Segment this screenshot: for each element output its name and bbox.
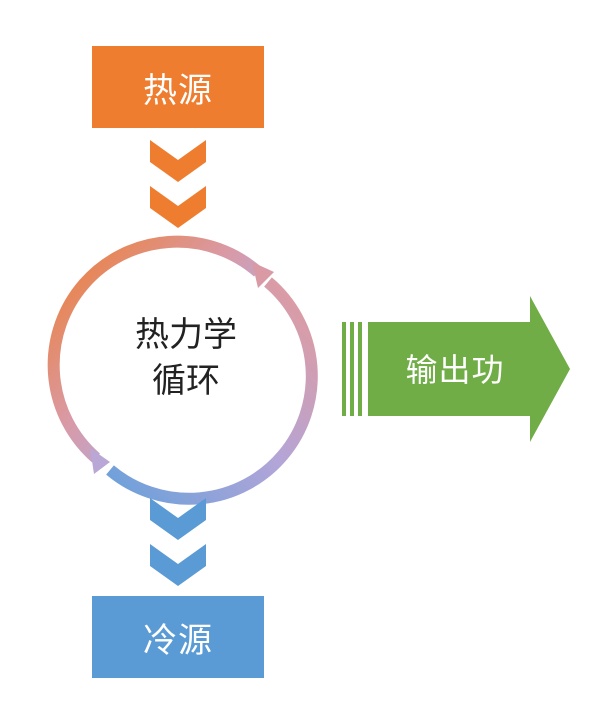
cold-chevron-1 <box>150 498 206 540</box>
cycle-label-line1: 热力学 <box>135 315 237 355</box>
cold-source-box: 冷源 <box>92 596 264 678</box>
output-arrow <box>342 296 570 442</box>
cycle-arrow-top-icon <box>252 262 274 288</box>
cold-source-label: 冷源 <box>143 620 213 661</box>
cycle-arrow-bottom-icon <box>90 448 110 474</box>
heat-source-label: 热源 <box>143 70 213 111</box>
output-work-label: 输出功 <box>370 344 540 392</box>
cycle-arc-right <box>106 277 318 505</box>
cold-flow-chevrons <box>150 498 206 586</box>
cycle-arc-left <box>47 235 262 463</box>
cold-chevron-2 <box>150 544 206 586</box>
output-stripe-3 <box>358 322 362 416</box>
heat-flow-chevrons <box>150 140 206 228</box>
output-work-text: 输出功 <box>405 351 505 389</box>
cycle-label-line2: 循环 <box>152 361 220 401</box>
output-stripe-1 <box>342 322 346 416</box>
output-arrow-body <box>368 296 570 442</box>
output-stripe-2 <box>350 322 354 416</box>
thermodynamic-cycle-label: 热力学 循环 <box>86 312 286 404</box>
heat-chevron-1 <box>150 140 206 182</box>
heat-chevron-2 <box>150 186 206 228</box>
heat-source-box: 热源 <box>92 46 264 128</box>
